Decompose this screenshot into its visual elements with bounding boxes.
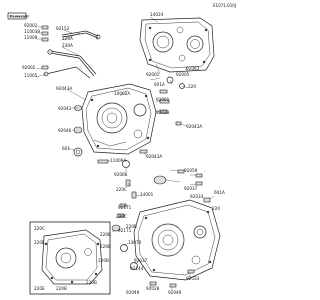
part-label: 92002 <box>22 65 36 70</box>
part-label: 92043A <box>146 154 162 159</box>
diagram-code: E1071-010J <box>213 3 236 8</box>
part-label: 220B <box>126 224 137 229</box>
part-label: 92037 <box>134 258 148 263</box>
part-label: 92033 <box>186 276 200 281</box>
part-label: 220 <box>212 206 220 211</box>
part-label: 601A <box>154 82 165 87</box>
part-label: 92144 <box>130 266 144 271</box>
part-label: 14002A <box>114 91 130 96</box>
part-label: 92049 <box>126 290 140 295</box>
part-label: 92028 <box>156 110 170 115</box>
part-label: 14024 <box>150 12 164 17</box>
right-side-parts <box>139 76 203 186</box>
corner-tag: Kawasaki <box>7 12 29 20</box>
part-label: 220 <box>188 84 196 89</box>
breather-tube-assembly <box>41 25 101 79</box>
part-label: 92001 <box>156 97 170 102</box>
part-label: 220B <box>100 244 111 249</box>
exploded-parts-diagram: E1071-010J Kawasaki <box>7 3 236 295</box>
corner-tag-text: Kawasaki <box>10 15 29 19</box>
part-label: 230A <box>62 43 73 48</box>
part-label: 92043A <box>56 86 72 91</box>
part-label: 92001 <box>176 72 190 77</box>
part-label: 92059 <box>184 168 198 173</box>
part-label: 92037 <box>184 186 198 191</box>
leader-lines <box>35 16 215 290</box>
part-label: 110039 <box>24 29 40 34</box>
part-label: 92171 <box>118 228 132 233</box>
part-label: 220C <box>116 214 127 219</box>
part-label: 14001 <box>140 192 154 197</box>
part-label: 92002 <box>24 23 38 28</box>
part-label: 92046 <box>58 128 72 133</box>
part-label: 220C <box>34 226 45 231</box>
part-label: 220E <box>34 286 45 291</box>
part-label: 92066 <box>114 172 128 177</box>
part-label: 220C <box>116 187 127 192</box>
part-label: 92043A <box>186 124 202 129</box>
bottom-fasteners <box>111 213 195 288</box>
left-crankcase-main <box>81 83 157 155</box>
part-label: 220E <box>34 240 45 245</box>
part-labels: 92002 92152 110039 220A 11009 230A 92002… <box>22 12 225 295</box>
part-label: 92033 <box>190 194 204 199</box>
part-label: 92049 <box>168 290 182 295</box>
part-label: 92043 <box>58 106 72 111</box>
right-crankcase-lower <box>133 199 221 281</box>
part-label: 220A <box>62 36 73 41</box>
part-label: 11005 <box>24 73 38 78</box>
part-label: 92152 <box>56 26 70 31</box>
part-label: 601 <box>62 146 70 151</box>
part-label: 220B <box>86 280 97 285</box>
part-label: 220B <box>98 258 109 263</box>
part-label: 220B <box>56 286 67 291</box>
part-label: 220B <box>100 232 111 237</box>
part-label: 92171 <box>118 205 132 210</box>
part-label: 92028 <box>146 286 160 291</box>
part-label: 11009A <box>110 158 126 163</box>
right-crankcase-upper <box>139 17 215 73</box>
part-label: 92001 <box>146 72 160 77</box>
part-label: 11009 <box>24 35 38 40</box>
part-label: 601A <box>214 190 225 195</box>
part-label: 13070 <box>128 240 142 245</box>
inset-detail-box <box>29 221 111 295</box>
part-label: 92063 <box>186 66 200 71</box>
